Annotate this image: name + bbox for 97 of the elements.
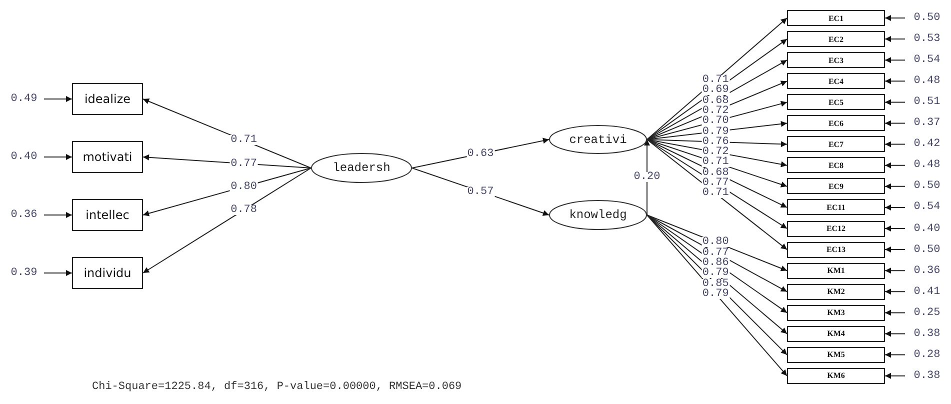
edge-label: 0.80 bbox=[230, 182, 258, 192]
indicator-box: EC12 bbox=[787, 220, 885, 236]
indicator-box: EC11 bbox=[787, 199, 885, 216]
indicator-box: KM1 bbox=[787, 262, 885, 279]
variance-value: 0.50 bbox=[905, 10, 949, 26]
edge-label: 0.63 bbox=[466, 148, 495, 159]
indicator-box: KM6 bbox=[787, 368, 885, 384]
arrow bbox=[44, 270, 72, 276]
latent-variable-ellipse: knowledg bbox=[549, 200, 647, 230]
variance-value: 0.37 bbox=[905, 115, 949, 132]
edge-label: 0.68 bbox=[701, 168, 730, 178]
edge-label: 0.77 bbox=[701, 248, 730, 258]
indicator-box: idealize bbox=[72, 83, 143, 115]
indicator-box: motivati bbox=[72, 141, 143, 173]
arrow bbox=[884, 372, 906, 379]
variance-value: 0.40 bbox=[4, 149, 44, 165]
variance-value: 0.40 bbox=[905, 220, 949, 236]
arrow bbox=[142, 168, 312, 274]
arrow bbox=[884, 162, 906, 168]
variance-value: 0.39 bbox=[4, 265, 44, 281]
arrow bbox=[884, 288, 906, 295]
edge-label: 0.79 bbox=[701, 288, 730, 299]
edge-label: 0.71 bbox=[701, 188, 730, 198]
indicator-box: individu bbox=[72, 257, 143, 289]
arrow bbox=[884, 141, 906, 148]
indicator-box: KM2 bbox=[787, 284, 885, 300]
variance-value: 0.48 bbox=[905, 157, 949, 174]
arrow bbox=[884, 120, 906, 126]
edge-label: 0.20 bbox=[632, 172, 662, 182]
edge-label: 0.71 bbox=[701, 157, 730, 168]
edge-label: 0.76 bbox=[701, 136, 730, 147]
edge-label: 0.86 bbox=[701, 258, 730, 268]
edge-label: 0.77 bbox=[701, 178, 730, 188]
variance-value: 0.54 bbox=[905, 199, 949, 216]
indicator-box: EC6 bbox=[787, 115, 885, 132]
indicator-box: KM4 bbox=[787, 326, 885, 342]
variance-value: 0.36 bbox=[905, 262, 949, 279]
variance-value: 0.49 bbox=[4, 91, 44, 107]
indicator-box: KM3 bbox=[787, 304, 885, 321]
latent-variable-ellipse: creativi bbox=[549, 125, 647, 154]
arrow bbox=[884, 310, 906, 316]
indicator-box: EC9 bbox=[787, 178, 885, 194]
indicator-box: EC3 bbox=[787, 52, 885, 68]
arrow bbox=[884, 268, 906, 274]
edge-label: 0.85 bbox=[701, 278, 730, 288]
indicator-box: EC13 bbox=[787, 242, 885, 258]
edge-label: 0.71 bbox=[230, 135, 258, 146]
indicator-box: EC5 bbox=[787, 94, 885, 110]
arrow bbox=[884, 330, 906, 337]
variance-value: 0.25 bbox=[905, 304, 949, 321]
edge-label: 0.57 bbox=[466, 186, 495, 196]
fit-statistics-note: Chi-Square=1225.84, df=316, P-value=0.00000, RMSEA=0.069 bbox=[92, 381, 462, 393]
edge-label: 0.78 bbox=[230, 205, 258, 215]
variance-value: 0.41 bbox=[905, 284, 949, 300]
edge-label: 0.79 bbox=[701, 126, 730, 137]
indicator-box: EC2 bbox=[787, 31, 885, 48]
arrow bbox=[644, 139, 650, 216]
edge-label: 0.80 bbox=[701, 237, 730, 248]
edge-label: 0.69 bbox=[701, 85, 730, 96]
indicator-box: EC4 bbox=[787, 73, 885, 90]
variance-value: 0.50 bbox=[905, 178, 949, 194]
variance-value: 0.48 bbox=[905, 73, 949, 90]
variance-value: 0.36 bbox=[4, 207, 44, 223]
arrow bbox=[884, 15, 906, 21]
arrow bbox=[884, 78, 906, 84]
arrow bbox=[884, 99, 906, 106]
arrow bbox=[884, 204, 906, 210]
arrow bbox=[884, 226, 906, 232]
variance-value: 0.53 bbox=[905, 31, 949, 48]
variance-value: 0.28 bbox=[905, 346, 949, 363]
indicator-box: EC1 bbox=[787, 10, 885, 26]
indicator-box: EC7 bbox=[787, 136, 885, 152]
edge-label: 0.79 bbox=[701, 268, 730, 278]
edge-label: 0.77 bbox=[230, 158, 258, 169]
variance-value: 0.38 bbox=[905, 368, 949, 384]
variance-value: 0.50 bbox=[905, 242, 949, 258]
arrow bbox=[44, 154, 72, 160]
arrow bbox=[44, 212, 72, 218]
indicator-box: KM5 bbox=[787, 346, 885, 363]
edge-label: 0.72 bbox=[701, 147, 730, 158]
edge-label: 0.70 bbox=[701, 116, 730, 126]
arrow bbox=[884, 246, 906, 253]
arrow bbox=[884, 57, 906, 64]
variance-value: 0.51 bbox=[905, 94, 949, 110]
variance-value: 0.54 bbox=[905, 52, 949, 68]
arrow bbox=[884, 183, 906, 190]
indicator-box: intellec bbox=[72, 199, 143, 231]
arrow bbox=[44, 96, 72, 102]
variance-value: 0.38 bbox=[905, 326, 949, 342]
edge-label: 0.68 bbox=[701, 96, 730, 106]
edge-label: 0.72 bbox=[701, 106, 730, 116]
variance-value: 0.42 bbox=[905, 136, 949, 152]
latent-variable-ellipse: leadersh bbox=[311, 153, 412, 183]
indicator-box: EC8 bbox=[787, 157, 885, 174]
edge-label: 0.71 bbox=[701, 74, 730, 85]
arrow bbox=[884, 352, 906, 358]
arrow bbox=[884, 36, 906, 42]
